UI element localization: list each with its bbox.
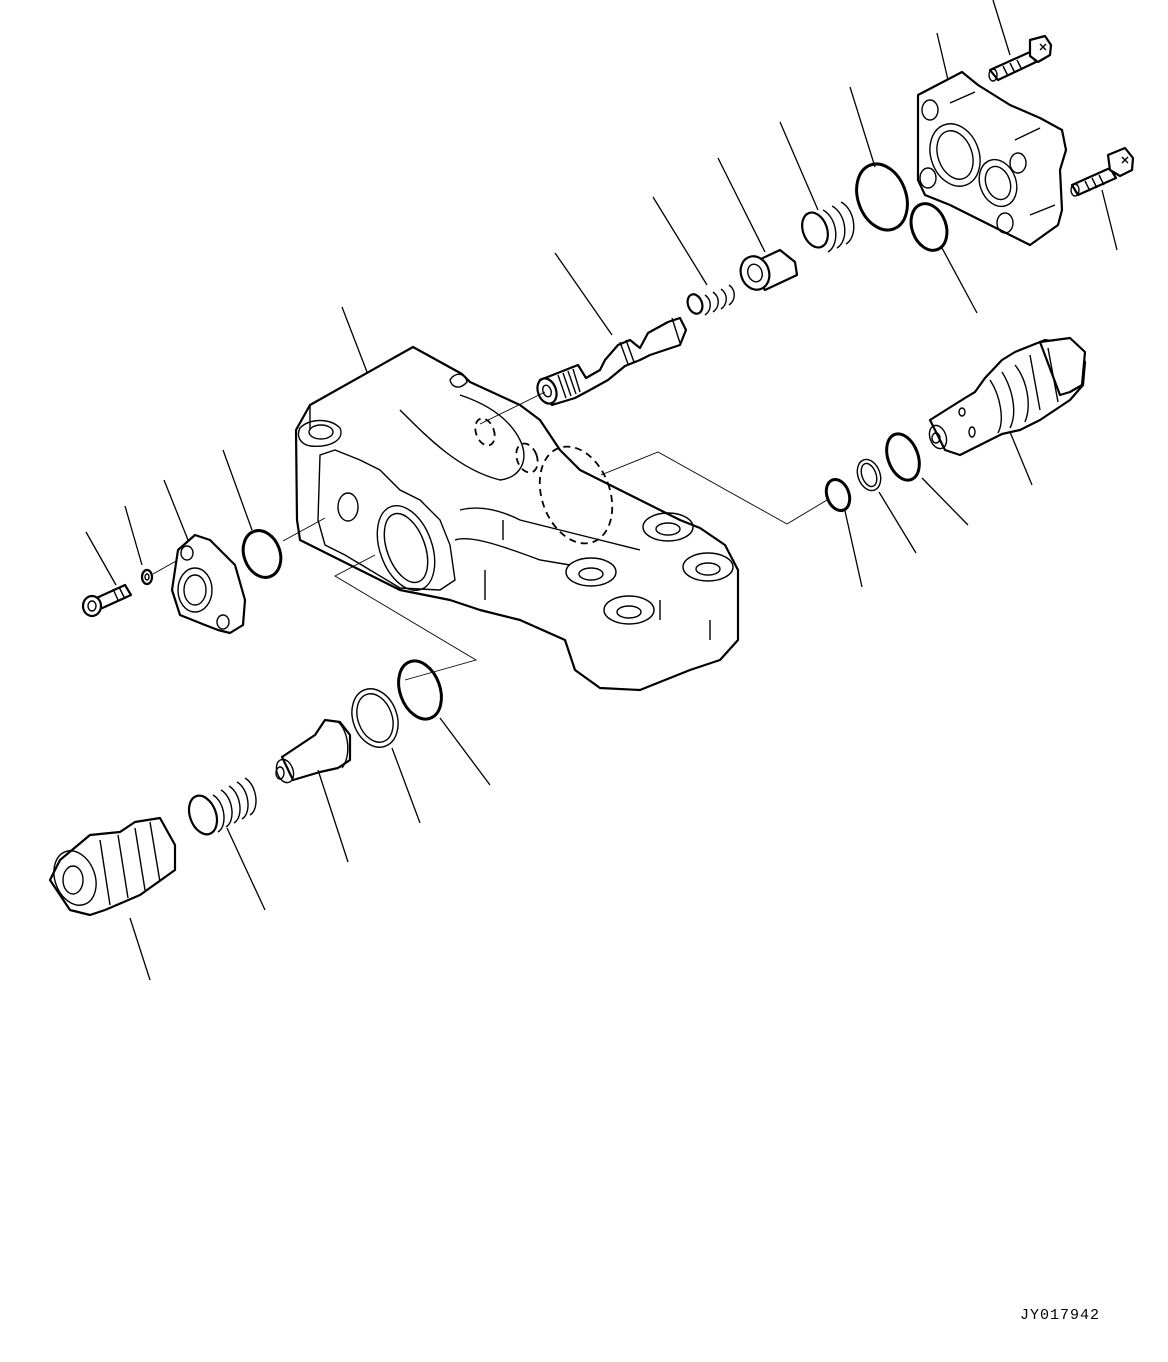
- o-ring-solenoid-small: [824, 478, 863, 588]
- washer: [124, 505, 154, 586]
- spool-spring-small: [652, 196, 735, 316]
- o-ring-plug: [397, 659, 491, 786]
- cover-bolt-upper: [988, 0, 1053, 82]
- assembly-guide-line: [600, 451, 828, 525]
- spool: [479, 252, 688, 425]
- cover-bolt-lower: [1070, 146, 1135, 251]
- poppet-spring: [187, 777, 266, 911]
- o-ring-flange: [222, 449, 283, 579]
- assembly-guide-line: [334, 554, 478, 681]
- poppet: [275, 718, 352, 863]
- o-ring-cover-outer: [849, 86, 909, 232]
- port-boss: [565, 512, 734, 625]
- assembly-guide-line: [282, 517, 326, 542]
- backup-ring-plug: [351, 688, 421, 824]
- solenoid-valve: [928, 336, 1087, 486]
- spool-spring-large: [779, 121, 855, 253]
- backup-ring-solenoid: [856, 458, 917, 554]
- flange-bolt: [81, 531, 133, 618]
- valve-body: [294, 306, 740, 692]
- o-ring-solenoid-large: [885, 432, 969, 526]
- assembly-guide-line: [152, 559, 179, 575]
- retainer-seat: [717, 157, 799, 292]
- o-ring-cover-inner: [909, 202, 978, 314]
- plug: [48, 816, 177, 981]
- flange: [163, 479, 247, 635]
- drawing-id: JY017942: [1020, 1307, 1101, 1324]
- end-cover: [916, 32, 1068, 247]
